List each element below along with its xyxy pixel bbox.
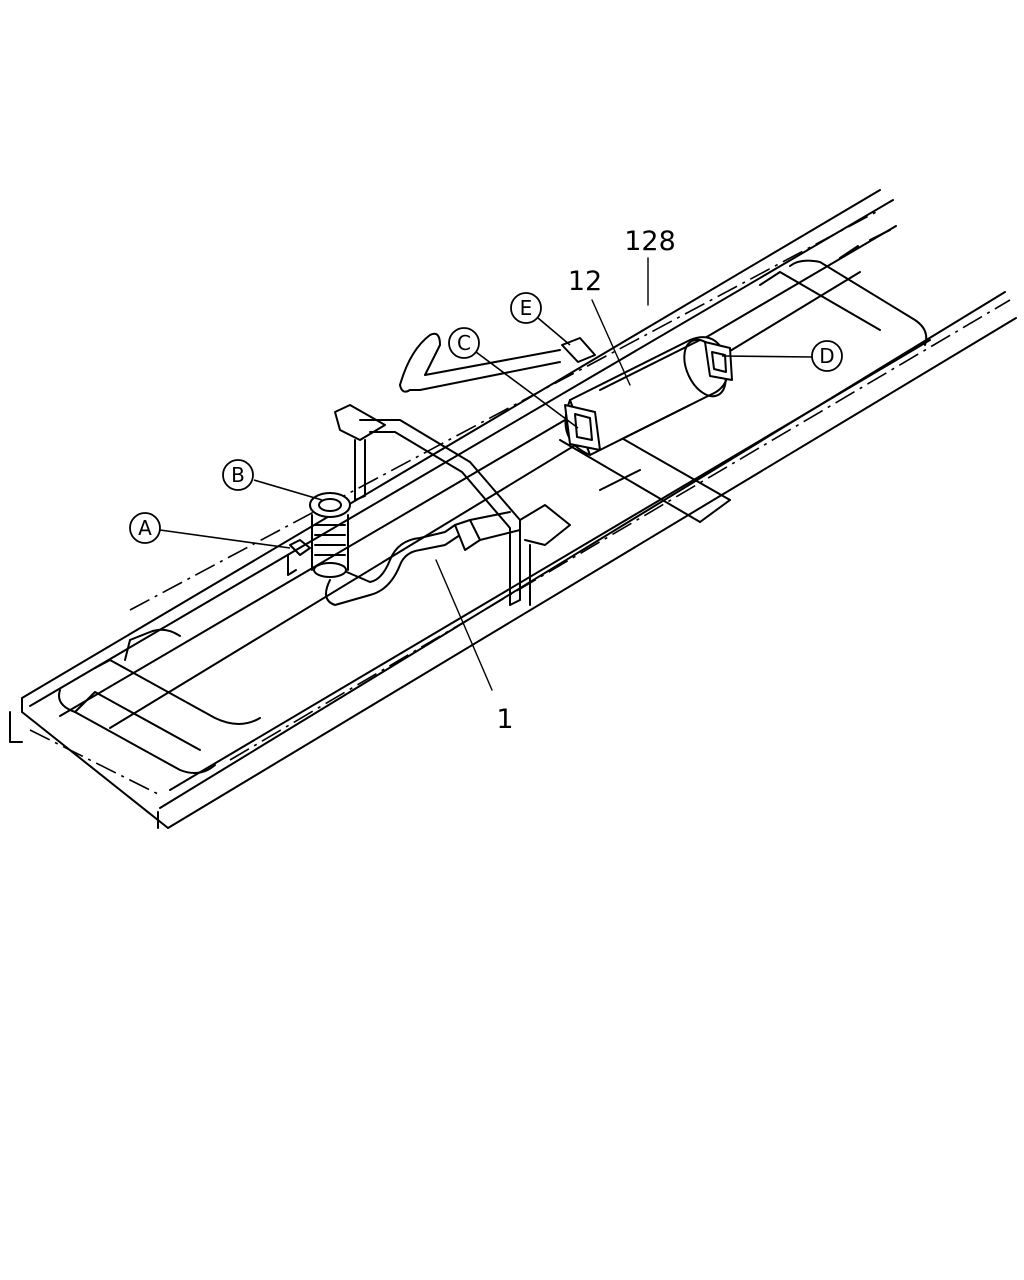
callout-d-label: D bbox=[819, 344, 834, 368]
lower-pipe bbox=[325, 511, 521, 606]
callout-a: A bbox=[129, 512, 161, 544]
callout-c-label: C bbox=[457, 331, 471, 355]
callout-a-label: A bbox=[138, 516, 152, 540]
callout-e: E bbox=[510, 292, 542, 324]
pipe-bracket bbox=[334, 404, 571, 606]
part-number-12: 12 bbox=[568, 266, 602, 297]
upper-pipe bbox=[399, 332, 561, 393]
callout-b-label: B bbox=[231, 463, 245, 487]
part-number-1: 1 bbox=[496, 704, 513, 735]
callout-b: B bbox=[222, 459, 254, 491]
muffler bbox=[561, 336, 733, 456]
callout-e-label: E bbox=[520, 296, 533, 320]
callout-c: C bbox=[448, 327, 480, 359]
callout-d: D bbox=[811, 340, 843, 372]
callout-leaders bbox=[159, 257, 813, 691]
fuel-filter bbox=[287, 492, 351, 578]
part-number-128: 128 bbox=[624, 226, 676, 257]
